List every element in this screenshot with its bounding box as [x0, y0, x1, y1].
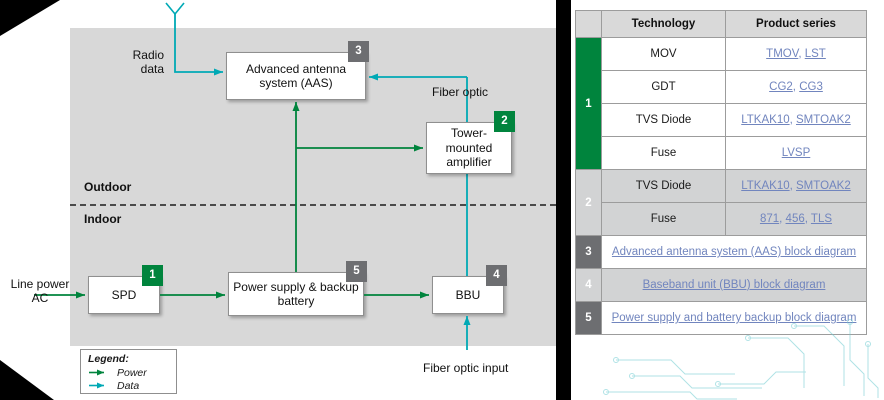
node-bbu-badge: 4 — [486, 265, 507, 286]
fiber-optic-input-label: Fiber optic input — [423, 361, 509, 375]
table-header-row: Technology Product series — [575, 10, 867, 38]
product-series-cell: 871, 456, TLS — [725, 202, 867, 236]
technology-cell: Fuse — [601, 136, 726, 170]
product-link[interactable]: LVSP — [781, 147, 811, 159]
product-series-cell: CG2, CG3 — [725, 70, 867, 104]
table-row: Fuse LVSP — [576, 136, 867, 170]
node-spd: SPD 1 — [88, 265, 163, 314]
node-aas-badge: 3 — [348, 41, 369, 62]
product-link[interactable]: 871 — [759, 213, 780, 225]
radio-data-label: Radio data — [132, 48, 164, 77]
corner-decoration-bottom-left — [0, 360, 54, 400]
outdoor-zone-label: Outdoor — [84, 180, 132, 194]
product-link[interactable]: SMTOAK2 — [796, 114, 851, 126]
fiber-optic-label: Fiber optic — [432, 85, 489, 99]
technology-cell: TVS Diode — [601, 103, 726, 137]
node-psu-badge: 5 — [346, 261, 367, 282]
product-link[interactable]: SMTOAK2 — [796, 180, 851, 192]
table-row: 1 MOV TMOV, LST — [575, 37, 867, 170]
data-arrow-icon — [89, 382, 104, 389]
table-row: GDT CG2, CG3 — [576, 70, 867, 104]
node-spd-label: SPD — [111, 287, 137, 302]
column-header-product-series: Product series — [725, 10, 867, 38]
product-series-cell: LVSP — [725, 136, 867, 170]
node-psu-label: Power supply & backup battery — [233, 279, 359, 308]
node-tma: Tower-mounted amplifier 2 — [426, 111, 515, 174]
legend-power-label: Power — [117, 366, 147, 379]
table-row: 5 Power supply and battery backup block … — [575, 301, 867, 335]
product-series-cell: LTKAK10, SMTOAK2 — [725, 103, 867, 137]
product-link[interactable]: LTKAK10 — [741, 180, 790, 192]
technology-cell: Fuse — [601, 202, 726, 236]
node-spd-badge: 1 — [142, 265, 163, 286]
product-series-cell: LTKAK10, SMTOAK2 — [725, 169, 867, 203]
node-bbu: BBU 4 — [432, 265, 507, 314]
product-link[interactable]: LST — [804, 48, 826, 60]
bbu-block-diagram-link[interactable]: Baseband unit (BBU) block diagram — [642, 279, 826, 291]
product-series-cell: TMOV, LST — [725, 37, 867, 71]
node-aas: Advanced antenna system (AAS) 3 — [226, 41, 369, 100]
indoor-zone-label: Indoor — [84, 212, 122, 226]
product-link[interactable]: LTKAK10 — [741, 114, 790, 126]
legend: Legend: Power Data — [80, 349, 177, 394]
row-3-badge: 3 — [575, 235, 602, 269]
circuit-pattern-decoration — [603, 319, 879, 400]
row-5-badge: 5 — [575, 301, 602, 335]
table-row: 4 Baseband unit (BBU) block diagram — [575, 268, 867, 302]
vertical-divider-bar — [556, 0, 571, 400]
product-link[interactable]: CG3 — [799, 81, 823, 93]
table-row: 3 Advanced antenna system (AAS) block di… — [575, 235, 867, 269]
legend-title: Legend: — [88, 353, 129, 365]
group-1-badge: 1 — [575, 37, 602, 170]
row-4-badge: 4 — [575, 268, 602, 302]
product-link[interactable]: TLS — [810, 213, 833, 225]
corner-decoration-top-left — [0, 0, 60, 36]
column-header-technology: Technology — [601, 10, 726, 38]
link-cell: Power supply and battery backup block di… — [601, 301, 867, 335]
product-link[interactable]: 456 — [785, 213, 805, 225]
node-aas-label: Advanced antenna system (AAS) — [245, 61, 347, 90]
power-arrow-icon — [89, 369, 104, 376]
table-row: Fuse 871, 456, TLS — [576, 202, 867, 236]
link-cell: Baseband unit (BBU) block diagram — [601, 268, 867, 302]
technology-cell: TVS Diode — [601, 169, 726, 203]
product-series-table: Technology Product series 1 MOV TMOV, LS… — [575, 10, 867, 335]
technology-cell: GDT — [601, 70, 726, 104]
table-corner-cell — [575, 10, 602, 38]
node-tma-label: Tower-mounted amplifier — [445, 126, 493, 170]
line-power-label: Line power AC — [10, 277, 70, 306]
legend-data-label: Data — [117, 379, 140, 392]
node-bbu-label: BBU — [455, 287, 481, 302]
node-tma-badge: 2 — [494, 111, 515, 132]
product-link[interactable]: CG2 — [769, 81, 793, 93]
technology-cell: MOV — [601, 37, 726, 71]
table-row: 2 TVS Diode LTKAK10, SMTOAK2 — [575, 169, 867, 236]
aas-block-diagram-link[interactable]: Advanced antenna system (AAS) block diag… — [611, 246, 857, 258]
group-2-badge: 2 — [575, 169, 602, 236]
link-cell: Advanced antenna system (AAS) block diag… — [601, 235, 867, 269]
product-link[interactable]: TMOV — [766, 48, 799, 60]
node-psu: Power supply & backup battery 5 — [228, 261, 367, 316]
power-supply-block-diagram-link[interactable]: Power supply and battery backup block di… — [611, 312, 857, 324]
table-row: TVS Diode LTKAK10, SMTOAK2 — [576, 103, 867, 137]
outdoor-indoor-divider — [70, 204, 556, 206]
